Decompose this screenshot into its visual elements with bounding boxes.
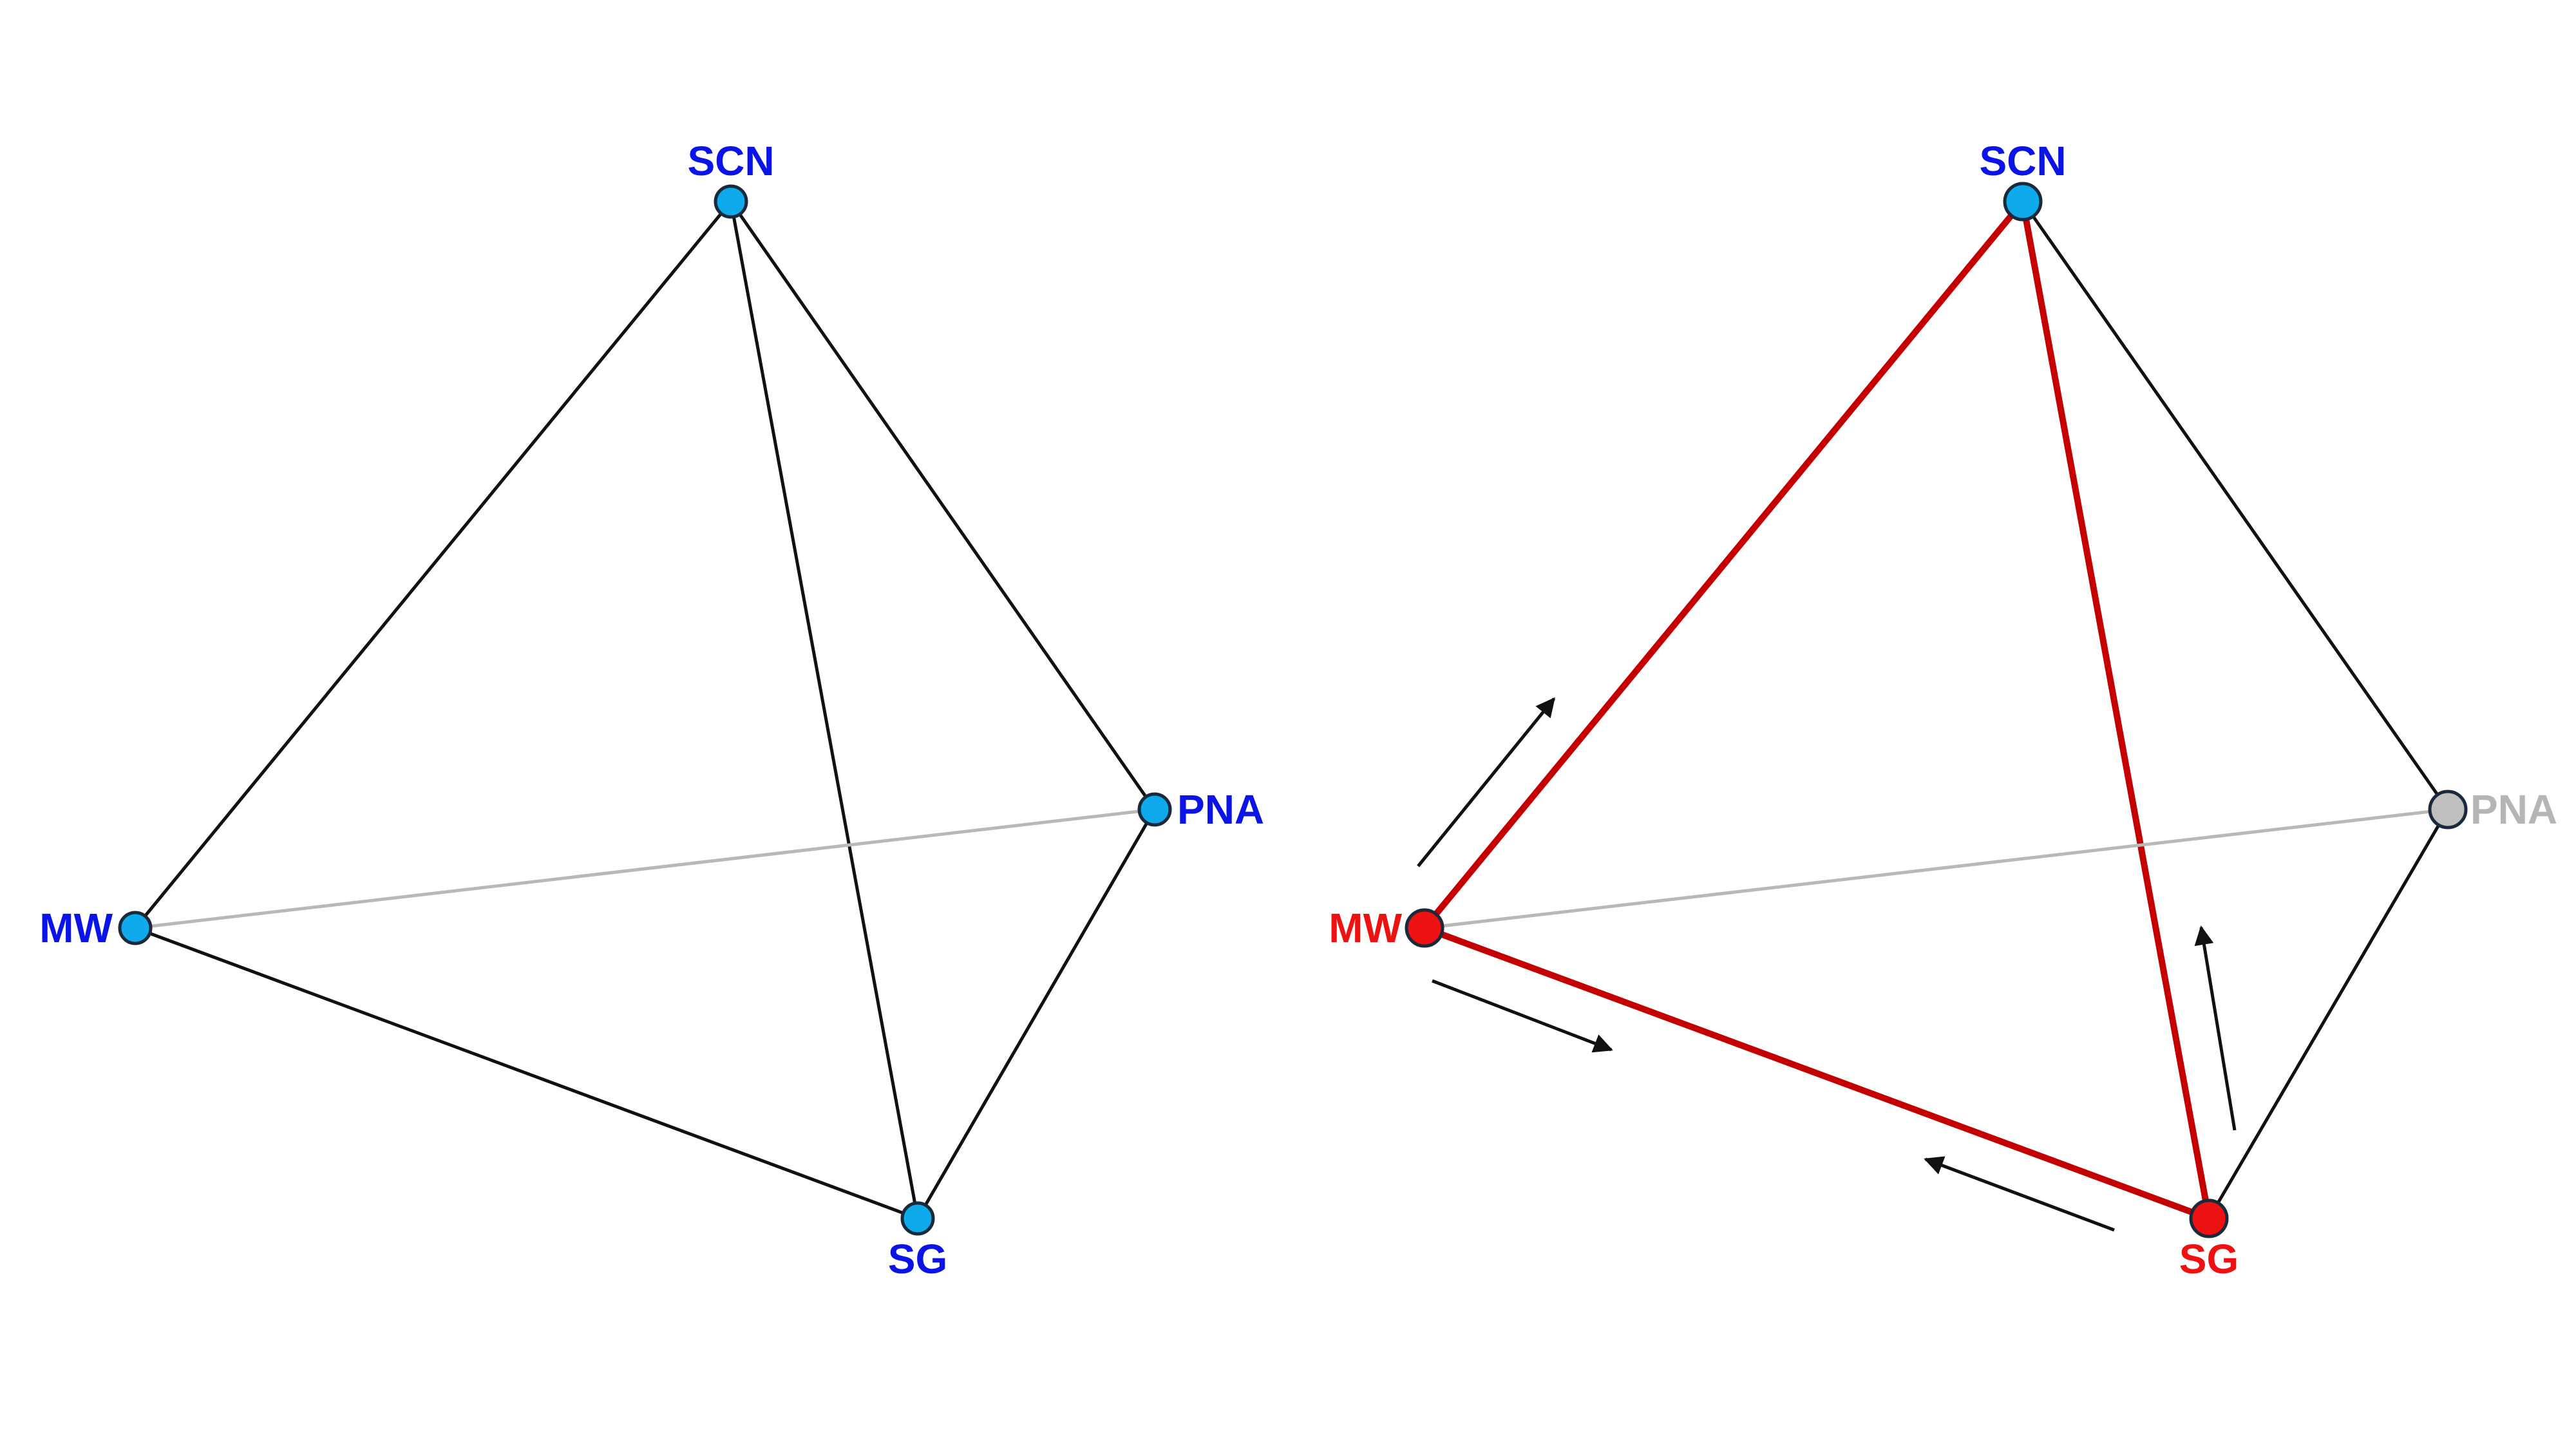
left-edge-scn-sg bbox=[729, 200, 920, 1220]
right-edge-scn-mw bbox=[1421, 198, 2026, 931]
right-flow-arrow-sg-scn bbox=[2194, 925, 2237, 1131]
left-edge-pna-sg bbox=[916, 808, 1157, 1220]
right-flow-arrow-sg-mw bbox=[1924, 1156, 2115, 1232]
labels-layer: SCN PNA MW SG SCN PNA MW SG bbox=[39, 138, 2557, 1282]
left-edge-scn-mw bbox=[133, 200, 733, 930]
left-edge-mw-pna bbox=[133, 808, 1157, 930]
left-node-scn bbox=[714, 184, 748, 219]
left-label-mw: MW bbox=[39, 905, 113, 951]
left-edge-mw-sg bbox=[133, 926, 920, 1220]
left-label-sg: SG bbox=[888, 1236, 947, 1282]
nodes-layer bbox=[118, 182, 2468, 1238]
left-label-pna: PNA bbox=[1177, 786, 1264, 833]
left-node-mw bbox=[118, 911, 153, 945]
right-edge-scn-pna bbox=[2021, 200, 2450, 811]
right-node-sg bbox=[2189, 1198, 2229, 1238]
right-flow-arrow-mw-sg bbox=[1432, 979, 1613, 1053]
right-label-sg: SG bbox=[2179, 1236, 2239, 1282]
right-node-mw bbox=[1405, 908, 1444, 948]
right-edge-mw-sg bbox=[1421, 925, 2212, 1222]
right-flow-arrow-mw-scn bbox=[1417, 697, 1555, 867]
right-node-pna bbox=[2428, 790, 2468, 829]
right-label-mw: MW bbox=[1329, 905, 1402, 951]
left-label-scn: SCN bbox=[687, 138, 774, 184]
right-edge-mw-pna bbox=[1423, 808, 2450, 930]
arrows-layer bbox=[1417, 697, 2237, 1232]
right-label-pna: PNA bbox=[2470, 786, 2557, 833]
left-node-sg bbox=[900, 1201, 935, 1236]
right-edge-scn-sg bbox=[2020, 198, 2212, 1222]
right-edge-pna-sg bbox=[2207, 808, 2450, 1220]
left-node-pna bbox=[1137, 792, 1172, 827]
right-node-scn bbox=[2003, 182, 2043, 222]
right-label-scn: SCN bbox=[1979, 138, 2066, 184]
edges-layer bbox=[133, 198, 2450, 1222]
left-edge-scn-pna bbox=[729, 200, 1157, 811]
